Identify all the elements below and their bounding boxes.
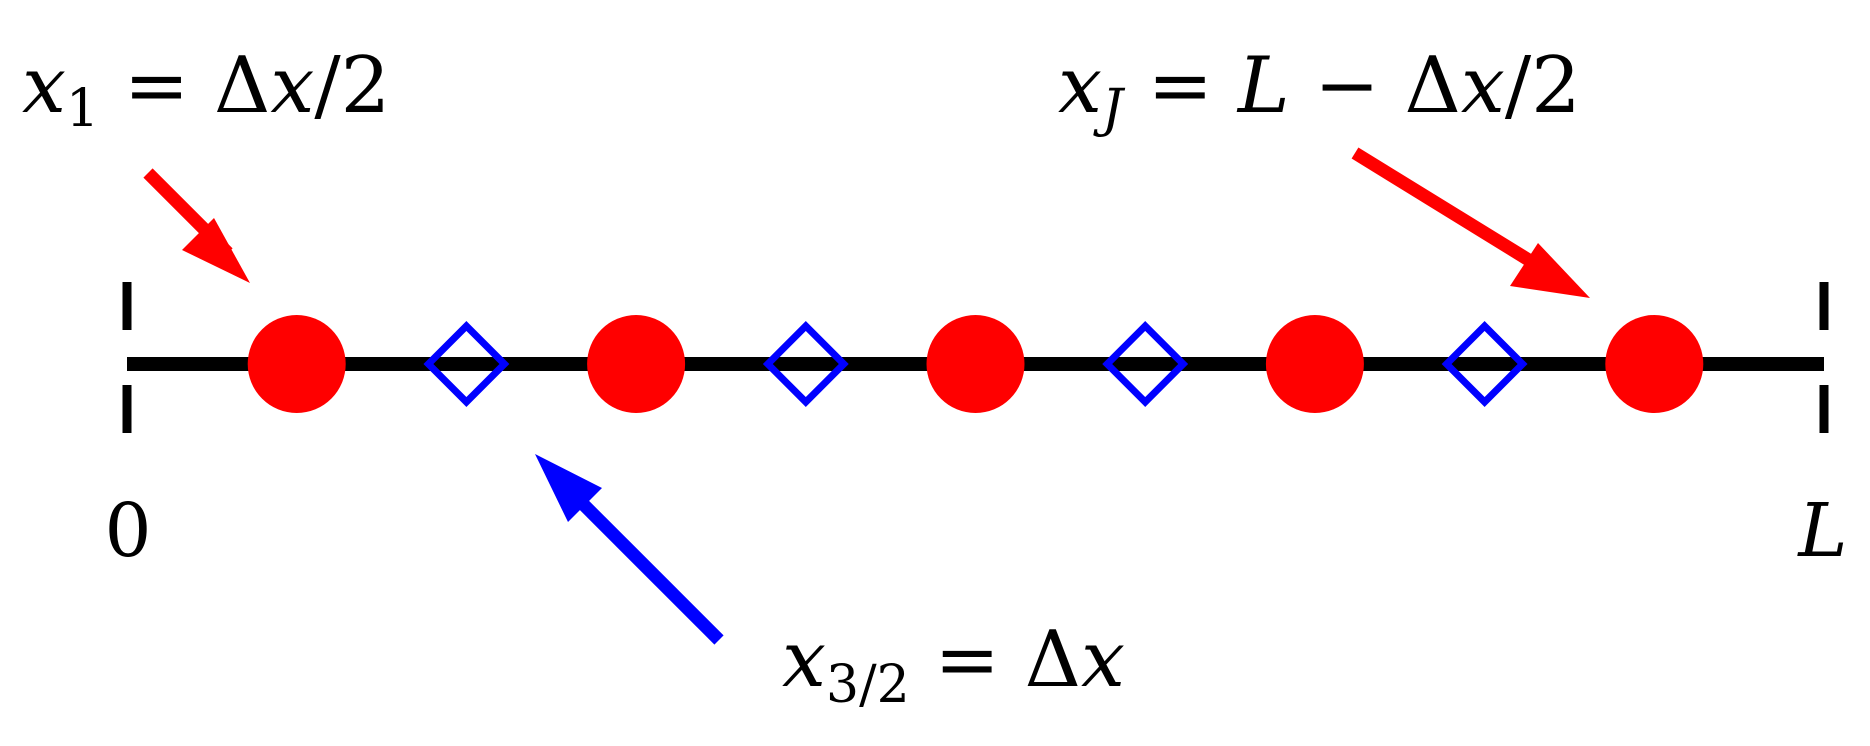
arrow-first-face-icon bbox=[535, 454, 724, 645]
cell-center-2 bbox=[587, 315, 686, 413]
face-3 bbox=[1102, 321, 1189, 407]
end-label: L bbox=[1796, 488, 1847, 574]
first-cell-var: x bbox=[22, 41, 66, 131]
first-cell-label: x1 = Δx/2 bbox=[22, 41, 390, 139]
cell-center-4 bbox=[1265, 315, 1364, 413]
first-face-var: x bbox=[782, 615, 826, 705]
last-cell-tail: /2 bbox=[1505, 41, 1581, 131]
face-2 bbox=[762, 321, 849, 407]
first-face-equals: = Δ bbox=[910, 615, 1081, 705]
first-face-subscript: 3/2 bbox=[826, 655, 910, 715]
first-cell-subscript: 1 bbox=[66, 79, 99, 139]
last-cell-rhs-var2: x bbox=[1461, 41, 1505, 131]
cell-center-3 bbox=[926, 315, 1025, 413]
first-cell-equals: = Δ bbox=[99, 41, 270, 131]
last-cell-rhs-var1: L bbox=[1236, 41, 1290, 131]
face-1 bbox=[423, 321, 510, 407]
face-4 bbox=[1441, 321, 1528, 407]
last-cell-equals: = bbox=[1123, 41, 1238, 131]
last-cell-var: x bbox=[1058, 41, 1102, 131]
first-cell-rhs-var: x bbox=[270, 41, 314, 131]
arrow-first-cell-icon bbox=[143, 168, 250, 283]
last-cell-label: xJ = L − Δx/2 bbox=[1058, 41, 1581, 139]
arrow-last-cell-icon bbox=[1351, 147, 1590, 298]
first-face-rhs-var: x bbox=[1081, 615, 1125, 705]
cell-center-5 bbox=[1605, 315, 1704, 413]
first-cell-tail: /2 bbox=[314, 41, 390, 131]
first-face-label: x3/2 = Δx bbox=[782, 615, 1125, 715]
face-markers bbox=[423, 321, 1528, 407]
last-cell-minus: − Δ bbox=[1290, 41, 1461, 131]
cell-center-1 bbox=[247, 315, 346, 413]
origin-label: 0 bbox=[104, 488, 151, 574]
cell-center-markers bbox=[247, 315, 1704, 413]
